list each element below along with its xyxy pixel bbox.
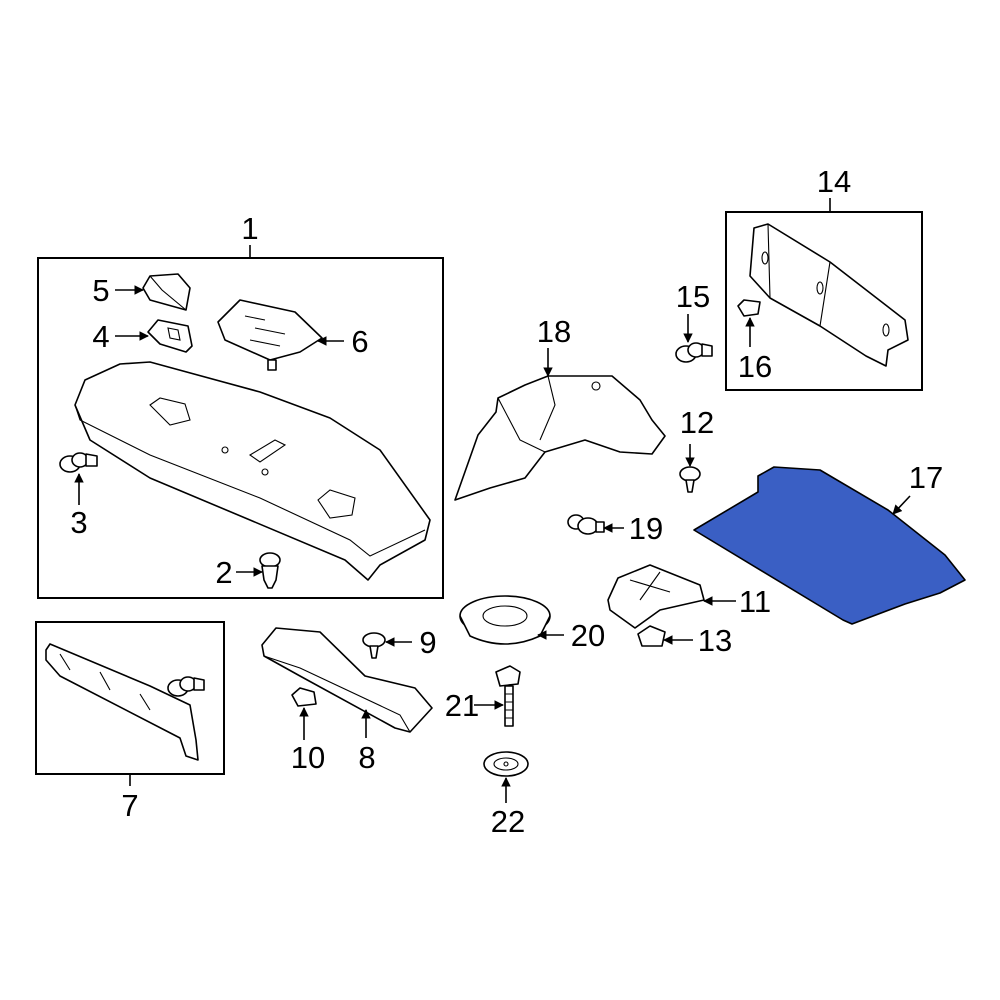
grommet-22-part[interactable] [483, 751, 529, 777]
callout-22: 22 [491, 804, 525, 839]
rail-7-part[interactable] [45, 643, 199, 761]
callout-8: 8 [358, 740, 375, 775]
callout-16: 16 [738, 349, 772, 384]
callout-2: 2 [215, 555, 232, 590]
callout-4: 4 [92, 319, 109, 354]
push-pin-12-part[interactable] [679, 466, 701, 493]
callout-18: 18 [537, 314, 571, 349]
clip-7-part[interactable] [167, 676, 205, 697]
callout-17: 17 [909, 460, 943, 495]
callout-3: 3 [70, 505, 87, 540]
liner-18-part[interactable] [454, 375, 666, 501]
cover-5-part[interactable] [142, 273, 191, 311]
push-pin-2-part[interactable] [259, 552, 281, 589]
callout-19: 19 [629, 511, 663, 546]
bolt-21-part[interactable] [495, 665, 521, 727]
nut-13-part[interactable] [637, 625, 666, 647]
callout-21: 21 [445, 688, 479, 723]
callout-7: 7 [121, 788, 138, 823]
group-box-14 [725, 211, 923, 391]
callout-12: 12 [680, 405, 714, 440]
arrow-17 [892, 495, 911, 515]
callout-13: 13 [698, 623, 732, 658]
package-tray-part[interactable] [74, 361, 431, 581]
trunk-mat-17-part[interactable] [693, 466, 966, 625]
callout-20: 20 [571, 618, 605, 653]
reinforcement-14-part[interactable] [749, 223, 909, 367]
clip-15-part[interactable] [675, 342, 713, 363]
callout-6: 6 [351, 324, 368, 359]
clip-3-part[interactable] [59, 452, 98, 473]
clip-19-part[interactable] [567, 514, 605, 535]
bracket-4-part[interactable] [147, 319, 193, 353]
nut-10-part[interactable] [291, 687, 317, 707]
callout-5: 5 [92, 273, 109, 308]
holder-20-part[interactable] [459, 595, 551, 645]
nut-16-part[interactable] [737, 299, 761, 317]
callout-11: 11 [739, 584, 771, 619]
callout-10: 10 [291, 740, 325, 775]
pin-9-part[interactable] [362, 632, 386, 659]
group-box-1 [37, 257, 444, 599]
callout-14: 14 [817, 164, 851, 199]
callout-9: 9 [419, 625, 436, 660]
trim-8-part[interactable] [261, 627, 433, 733]
panel-6-part[interactable] [217, 299, 323, 371]
callout-1: 1 [241, 211, 258, 246]
callout-15: 15 [676, 279, 710, 314]
bracket-11-part[interactable] [607, 564, 705, 629]
